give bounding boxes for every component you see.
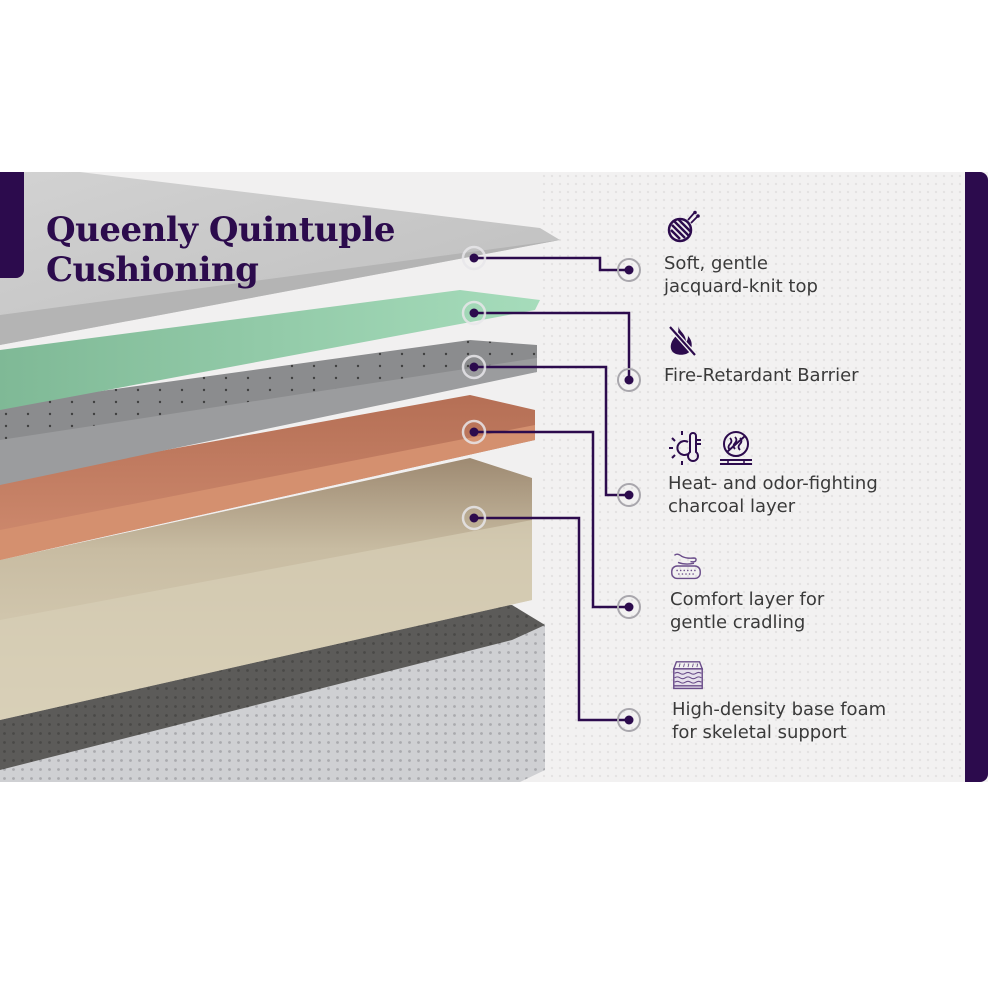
feature-label: Fire-Retardant Barrier bbox=[664, 365, 859, 386]
textured-background bbox=[540, 172, 988, 782]
copper-layer bbox=[0, 395, 535, 560]
hand-on-foam-icon bbox=[671, 553, 701, 580]
right-marker bbox=[617, 258, 641, 282]
yarn-knitting-icon bbox=[667, 210, 700, 243]
feature-label: High-density base foam bbox=[672, 699, 887, 720]
knit-top-layer bbox=[0, 172, 560, 345]
left-marker bbox=[461, 419, 487, 445]
feature-base-foam: High-density base foam for skeletal supp… bbox=[672, 660, 886, 744]
left-marker bbox=[461, 354, 487, 380]
page-title: Queenly Quintuple Cushioning bbox=[46, 210, 396, 290]
base-foam-layer bbox=[0, 605, 545, 782]
feature-label: gentle cradling bbox=[670, 612, 806, 633]
right-marker bbox=[617, 483, 641, 507]
title-line-1: Queenly Quintuple bbox=[46, 210, 396, 250]
charcoal-layer bbox=[0, 340, 537, 485]
feature-label: Heat- and odor-fighting bbox=[668, 473, 878, 494]
fire-retardant-layer bbox=[0, 290, 540, 410]
no-fire-icon bbox=[668, 325, 697, 357]
feature-knit-top: Soft, gentle jacquard-knit top bbox=[664, 210, 818, 298]
left-marker bbox=[461, 505, 487, 531]
left-marker bbox=[461, 300, 487, 326]
feature-label: Soft, gentle bbox=[664, 253, 769, 274]
right-accent-bar bbox=[965, 172, 988, 782]
left-marker bbox=[461, 245, 487, 271]
feature-label: for skeletal support bbox=[672, 722, 847, 743]
right-marker bbox=[617, 708, 641, 732]
title-line-2: Cushioning bbox=[46, 250, 259, 290]
heat-thermometer-icon bbox=[669, 431, 701, 465]
feature-label: Comfort layer for bbox=[670, 589, 825, 610]
feature-label: jacquard-knit top bbox=[664, 276, 818, 297]
dense-foam-mattress-icon bbox=[672, 661, 704, 690]
feature-comfort-layer: Comfort layer for gentle cradling bbox=[670, 550, 824, 634]
connector-lines bbox=[474, 256, 631, 722]
comfort-layer bbox=[0, 458, 532, 720]
feature-charcoal-layer: Heat- and odor-fighting charcoal layer bbox=[668, 430, 878, 518]
right-marker bbox=[617, 595, 641, 619]
right-marker bbox=[617, 368, 641, 392]
connector-dots bbox=[461, 245, 641, 732]
odor-block-icon bbox=[720, 431, 752, 465]
feature-label: charcoal layer bbox=[668, 496, 796, 517]
left-accent-bar bbox=[0, 172, 24, 278]
feature-fire-barrier: Fire-Retardant Barrier bbox=[664, 322, 859, 387]
